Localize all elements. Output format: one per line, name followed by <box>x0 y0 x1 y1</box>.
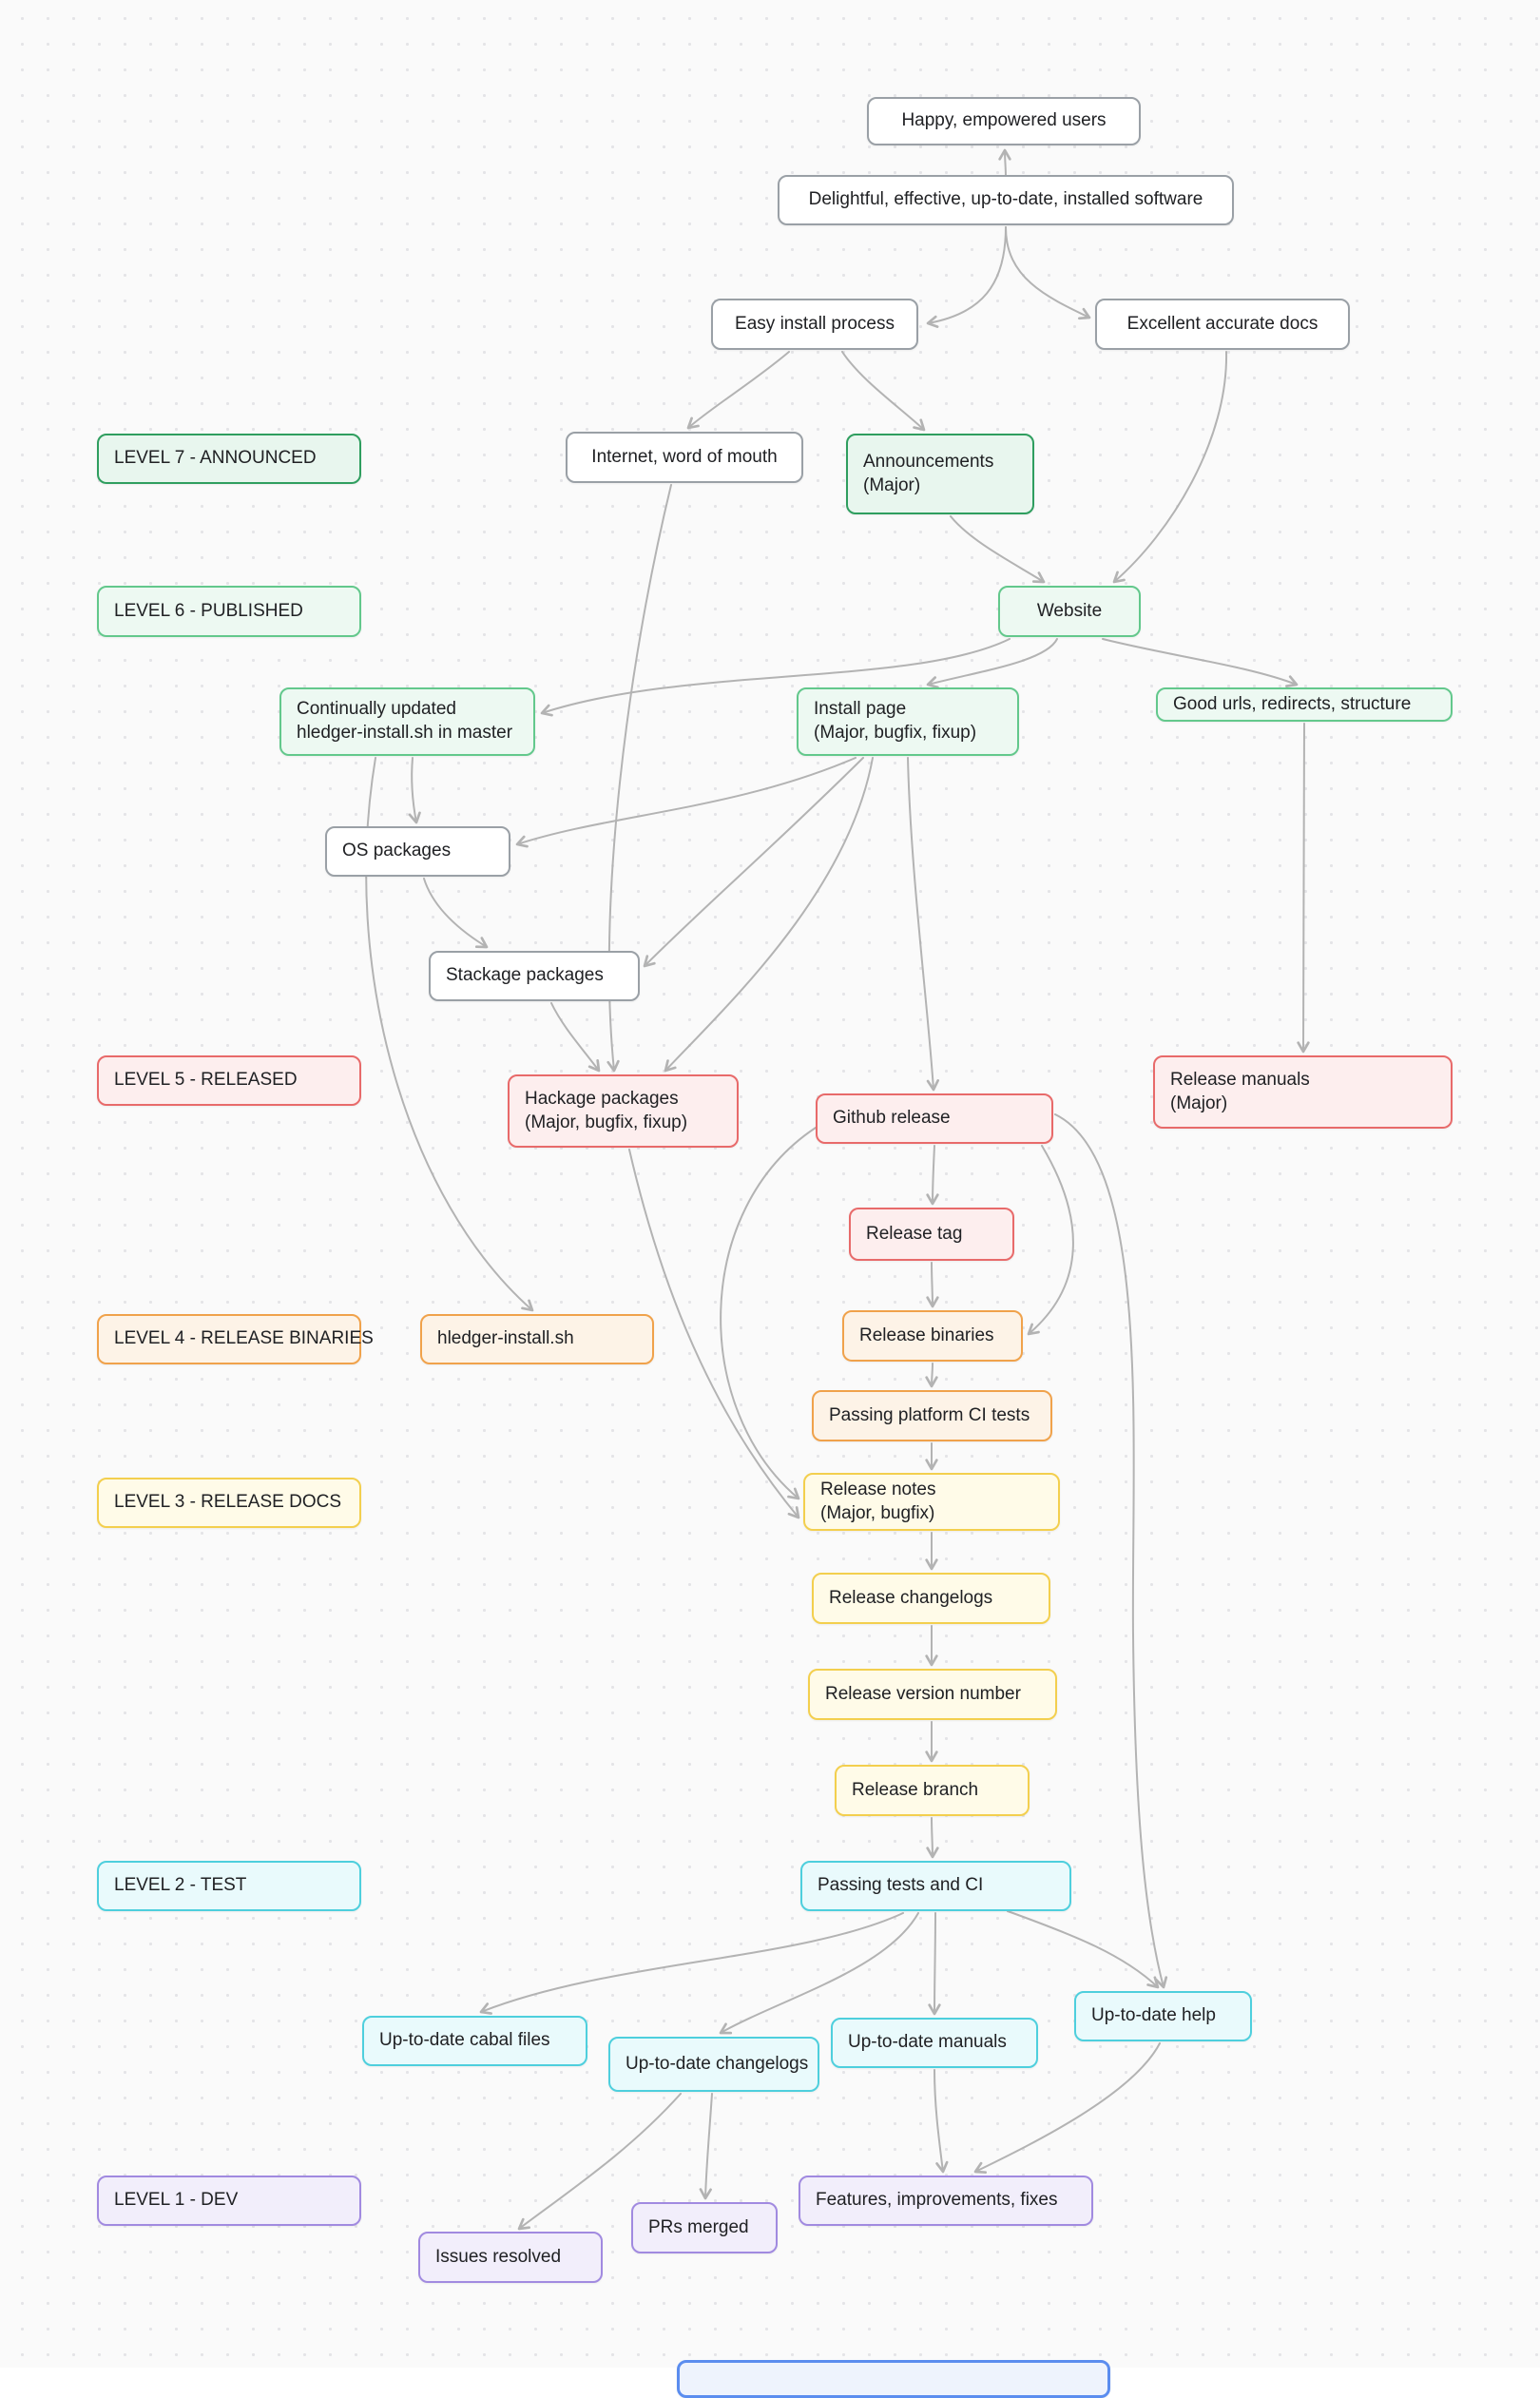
node-release-binaries: Release binaries <box>842 1310 1023 1362</box>
node-good-urls: Good urls, redirects, structure <box>1156 687 1453 722</box>
node-up-to-date-help: Up-to-date help <box>1074 1991 1252 2041</box>
node-install-page: Install page (Major, bugfix, fixup) <box>797 687 1019 756</box>
connector-path <box>841 351 926 432</box>
level2-label: LEVEL 2 - TEST <box>97 1861 361 1911</box>
connector-path <box>934 2069 949 2174</box>
connector-path <box>515 757 857 848</box>
node-features-improvements-fixes: Features, improvements, fixes <box>799 2176 1093 2226</box>
node-release-notes: Release notes (Major, bugfix) <box>803 1473 1060 1531</box>
partially-visible-node <box>677 2360 1110 2398</box>
connector-path <box>550 1002 601 1073</box>
level5-label: LEVEL 5 - RELEASED <box>97 1055 361 1106</box>
connector-path <box>719 1912 919 2035</box>
node-release-changelogs: Release changelogs <box>812 1573 1050 1624</box>
level1-label: LEVEL 1 - DEV <box>97 2176 361 2226</box>
connector-path <box>664 757 874 1073</box>
node-easy-install-process: Easy install process <box>711 299 918 350</box>
node-word-of-mouth: Internet, word of mouth <box>566 432 803 483</box>
connector-path <box>628 1149 800 1519</box>
level6-label: LEVEL 6 - PUBLISHED <box>97 586 361 637</box>
connector-path <box>1027 1145 1074 1336</box>
node-github-release: Github release <box>816 1093 1053 1144</box>
connector-path <box>926 1145 939 1206</box>
node-excellent-docs: Excellent accurate docs <box>1095 299 1350 350</box>
connector-path <box>998 148 1011 178</box>
node-installed-software: Delightful, effective, up-to-date, insta… <box>778 175 1234 225</box>
node-up-to-date-changelogs: Up-to-date changelogs <box>608 2037 819 2092</box>
connector-path <box>1054 1113 1168 1989</box>
node-release-manuals: Release manuals (Major) <box>1153 1055 1453 1129</box>
node-prs-merged: PRs merged <box>631 2202 778 2253</box>
node-release-branch: Release branch <box>835 1765 1030 1816</box>
connector-path <box>1007 1910 1160 1989</box>
connector-path <box>926 1262 939 1308</box>
connector-path <box>408 757 421 824</box>
connector-path <box>1112 351 1228 584</box>
connector-path <box>926 1817 939 1859</box>
connector-path <box>686 351 790 430</box>
connector-path <box>643 757 864 968</box>
connector-group <box>365 148 1310 2231</box>
connector-path <box>720 1127 817 1500</box>
connector-path <box>950 515 1046 584</box>
connector-path <box>423 878 489 949</box>
node-cabal-files: Up-to-date cabal files <box>362 2016 587 2066</box>
connector-path <box>925 1363 938 1388</box>
level7-label: LEVEL 7 - ANNOUNCED <box>97 434 361 484</box>
node-website: Website <box>998 586 1141 637</box>
node-hackage-packages: Hackage packages (Major, bugfix, fixup) <box>508 1074 739 1148</box>
level4-label: LEVEL 4 - RELEASE BINARIES <box>97 1314 374 1364</box>
node-issues-resolved: Issues resolved <box>418 2232 603 2283</box>
node-stackage-packages: Stackage packages <box>429 951 640 1001</box>
connector-path <box>1102 638 1299 687</box>
node-up-to-date-manuals: Up-to-date manuals <box>831 2018 1038 2068</box>
connector-path <box>1297 723 1310 1054</box>
node-release-tag: Release tag <box>849 1208 1014 1261</box>
node-announcements: Announcements (Major) <box>846 434 1034 514</box>
connector-path <box>928 1912 941 2016</box>
node-os-packages: OS packages <box>325 826 510 877</box>
connector-path <box>479 1912 904 2015</box>
connector-path <box>926 638 1058 689</box>
node-continually-updated: Continually updated hledger-install.sh i… <box>279 687 535 756</box>
connector-path <box>926 226 1007 328</box>
connector-path <box>699 2093 713 2200</box>
node-hledger-install-sh: hledger-install.sh <box>420 1314 654 1364</box>
level3-label: LEVEL 3 - RELEASE DOCS <box>97 1478 361 1528</box>
node-passing-tests-ci: Passing tests and CI <box>800 1861 1071 1911</box>
node-passing-platform-ci: Passing platform CI tests <box>812 1390 1052 1441</box>
connector-path <box>1005 226 1091 320</box>
node-happy-users: Happy, empowered users <box>867 97 1141 145</box>
connector-path <box>907 757 940 1092</box>
node-release-version-number: Release version number <box>808 1669 1057 1720</box>
